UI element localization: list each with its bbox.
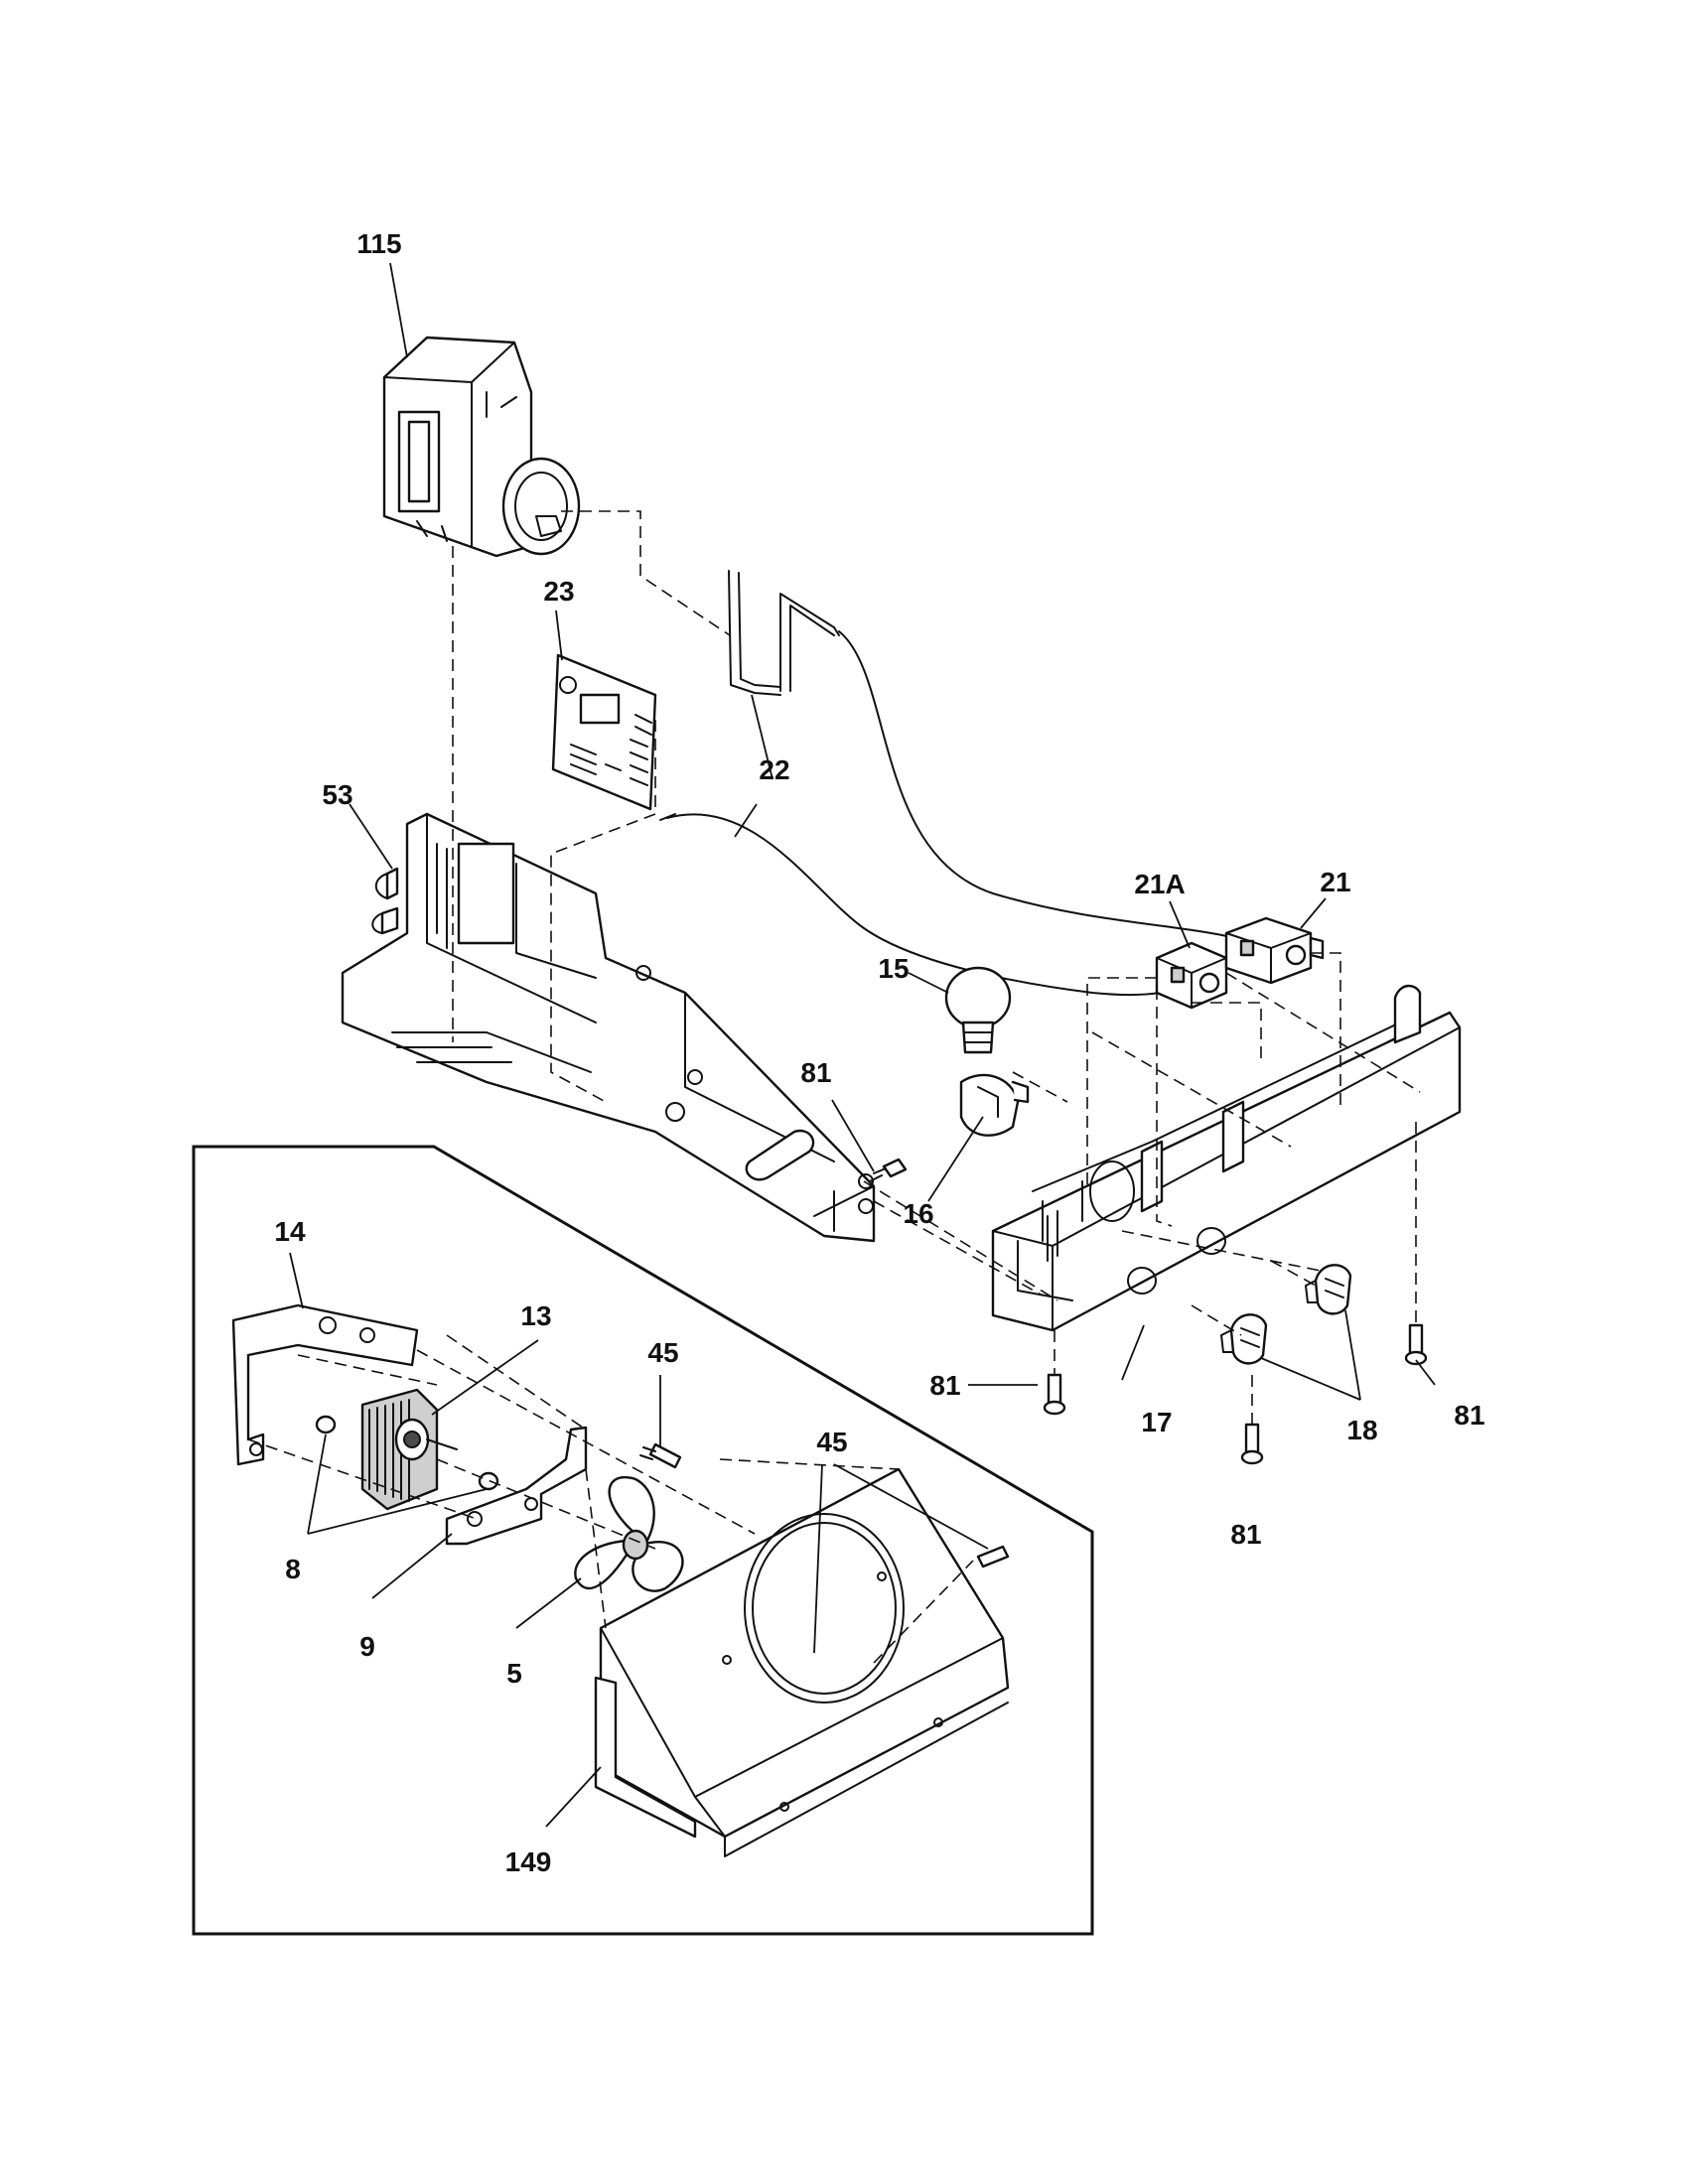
callout-81-top: 81 xyxy=(800,1057,831,1088)
part-17-dispenser-housing xyxy=(991,984,1462,1332)
part-149-fan-shroud xyxy=(594,1467,1010,1857)
callout-23: 23 xyxy=(543,576,574,607)
callout-13: 13 xyxy=(520,1300,551,1331)
part-15-light-bulb xyxy=(944,966,1012,1054)
part-53-control-bracket xyxy=(341,812,876,1243)
part-8-washers xyxy=(315,1415,499,1491)
part-14-motor-bracket xyxy=(231,1303,419,1466)
callout-18: 18 xyxy=(1346,1415,1377,1445)
fan-assembly-inset-frame xyxy=(192,1145,1094,1936)
callout-8: 8 xyxy=(285,1554,301,1584)
callout-22: 22 xyxy=(759,754,789,785)
callout-labels: 115 23 22 53 21A 21 15 81 16 14 13 45 45… xyxy=(274,228,1484,1877)
callout-14: 14 xyxy=(274,1216,306,1247)
part-81-screw-c xyxy=(1404,1323,1428,1366)
part-21A-switch xyxy=(1155,941,1228,1010)
callout-81-right: 81 xyxy=(1454,1400,1484,1431)
callout-45-right: 45 xyxy=(816,1427,847,1457)
part-23-circuit-board xyxy=(551,653,657,811)
part-115-control-housing xyxy=(382,336,581,558)
part-81-screw-b xyxy=(1043,1373,1066,1416)
part-16-lamp-socket xyxy=(959,1073,1030,1137)
part-9-lower-bracket xyxy=(445,1426,588,1546)
callout-leader-lines xyxy=(289,262,1436,1828)
part-18-knobs xyxy=(1220,1264,1352,1365)
callout-17: 17 xyxy=(1141,1407,1172,1437)
callout-5: 5 xyxy=(506,1658,522,1689)
part-45-screw-b xyxy=(976,1545,1010,1569)
part-21-switch xyxy=(1224,916,1325,985)
callout-15: 15 xyxy=(878,953,909,984)
callout-81-bottom: 81 xyxy=(1230,1519,1261,1550)
part-81-screw-d xyxy=(1240,1423,1264,1465)
part-5-fan-blade xyxy=(574,1476,684,1592)
part-22-sensor-tube xyxy=(659,570,1237,997)
assembly-dashed-lines xyxy=(247,510,1421,1664)
callout-9: 9 xyxy=(359,1631,375,1662)
callout-115: 115 xyxy=(356,228,401,259)
callout-21: 21 xyxy=(1320,867,1350,897)
part-13-fan-motor xyxy=(360,1388,458,1511)
callout-53: 53 xyxy=(322,779,352,810)
part-45-screw-a xyxy=(639,1442,682,1469)
part-81-screw-a xyxy=(869,1158,908,1182)
callout-45-left: 45 xyxy=(647,1337,678,1368)
callout-149: 149 xyxy=(505,1846,552,1877)
callout-81-left: 81 xyxy=(929,1370,960,1401)
callout-21A: 21A xyxy=(1134,869,1185,899)
callout-16: 16 xyxy=(903,1198,933,1229)
